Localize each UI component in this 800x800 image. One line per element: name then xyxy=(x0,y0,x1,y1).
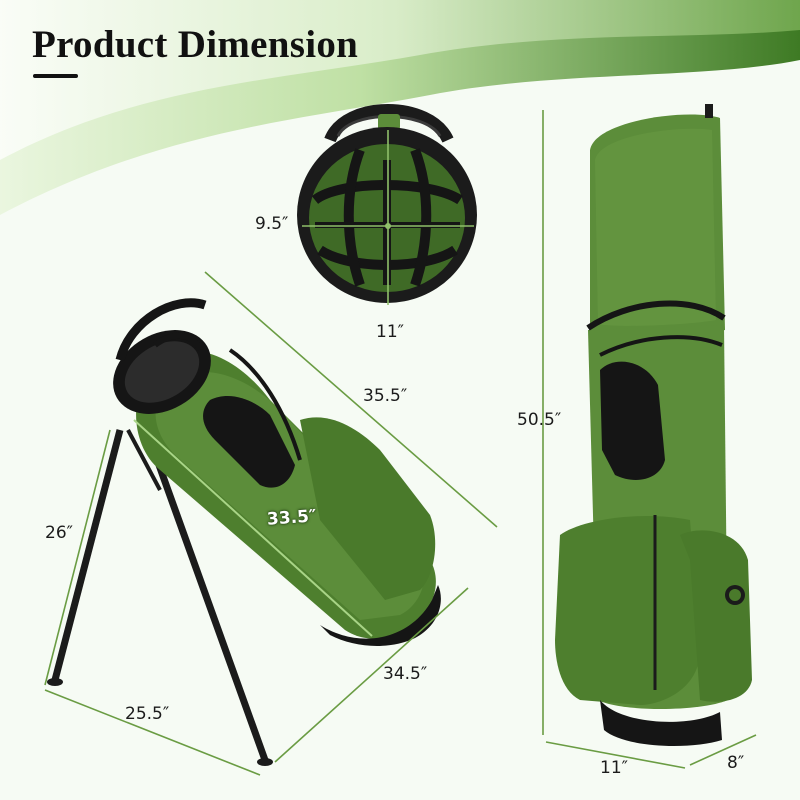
inner-length-label: 33.5″ xyxy=(266,506,318,530)
title-underline xyxy=(34,74,78,78)
stand-spread-label: 25.5″ xyxy=(125,704,170,724)
base-depth-label: 8″ xyxy=(727,753,745,773)
bag-top-view xyxy=(297,104,477,305)
base-length-label: 34.5″ xyxy=(383,664,428,684)
height-label: 50.5″ xyxy=(517,410,562,430)
top-depth-label: 11″ xyxy=(376,322,404,342)
bag-standing-view xyxy=(542,104,757,769)
top-width-label: 9.5″ xyxy=(255,214,289,234)
leg-height-label: 26″ xyxy=(45,523,73,543)
page-title: Product Dimension xyxy=(32,23,359,66)
diagonal-length-label: 35.5″ xyxy=(363,386,408,406)
base-width-label: 11″ xyxy=(600,758,628,778)
bag-on-stand-view xyxy=(44,271,498,776)
